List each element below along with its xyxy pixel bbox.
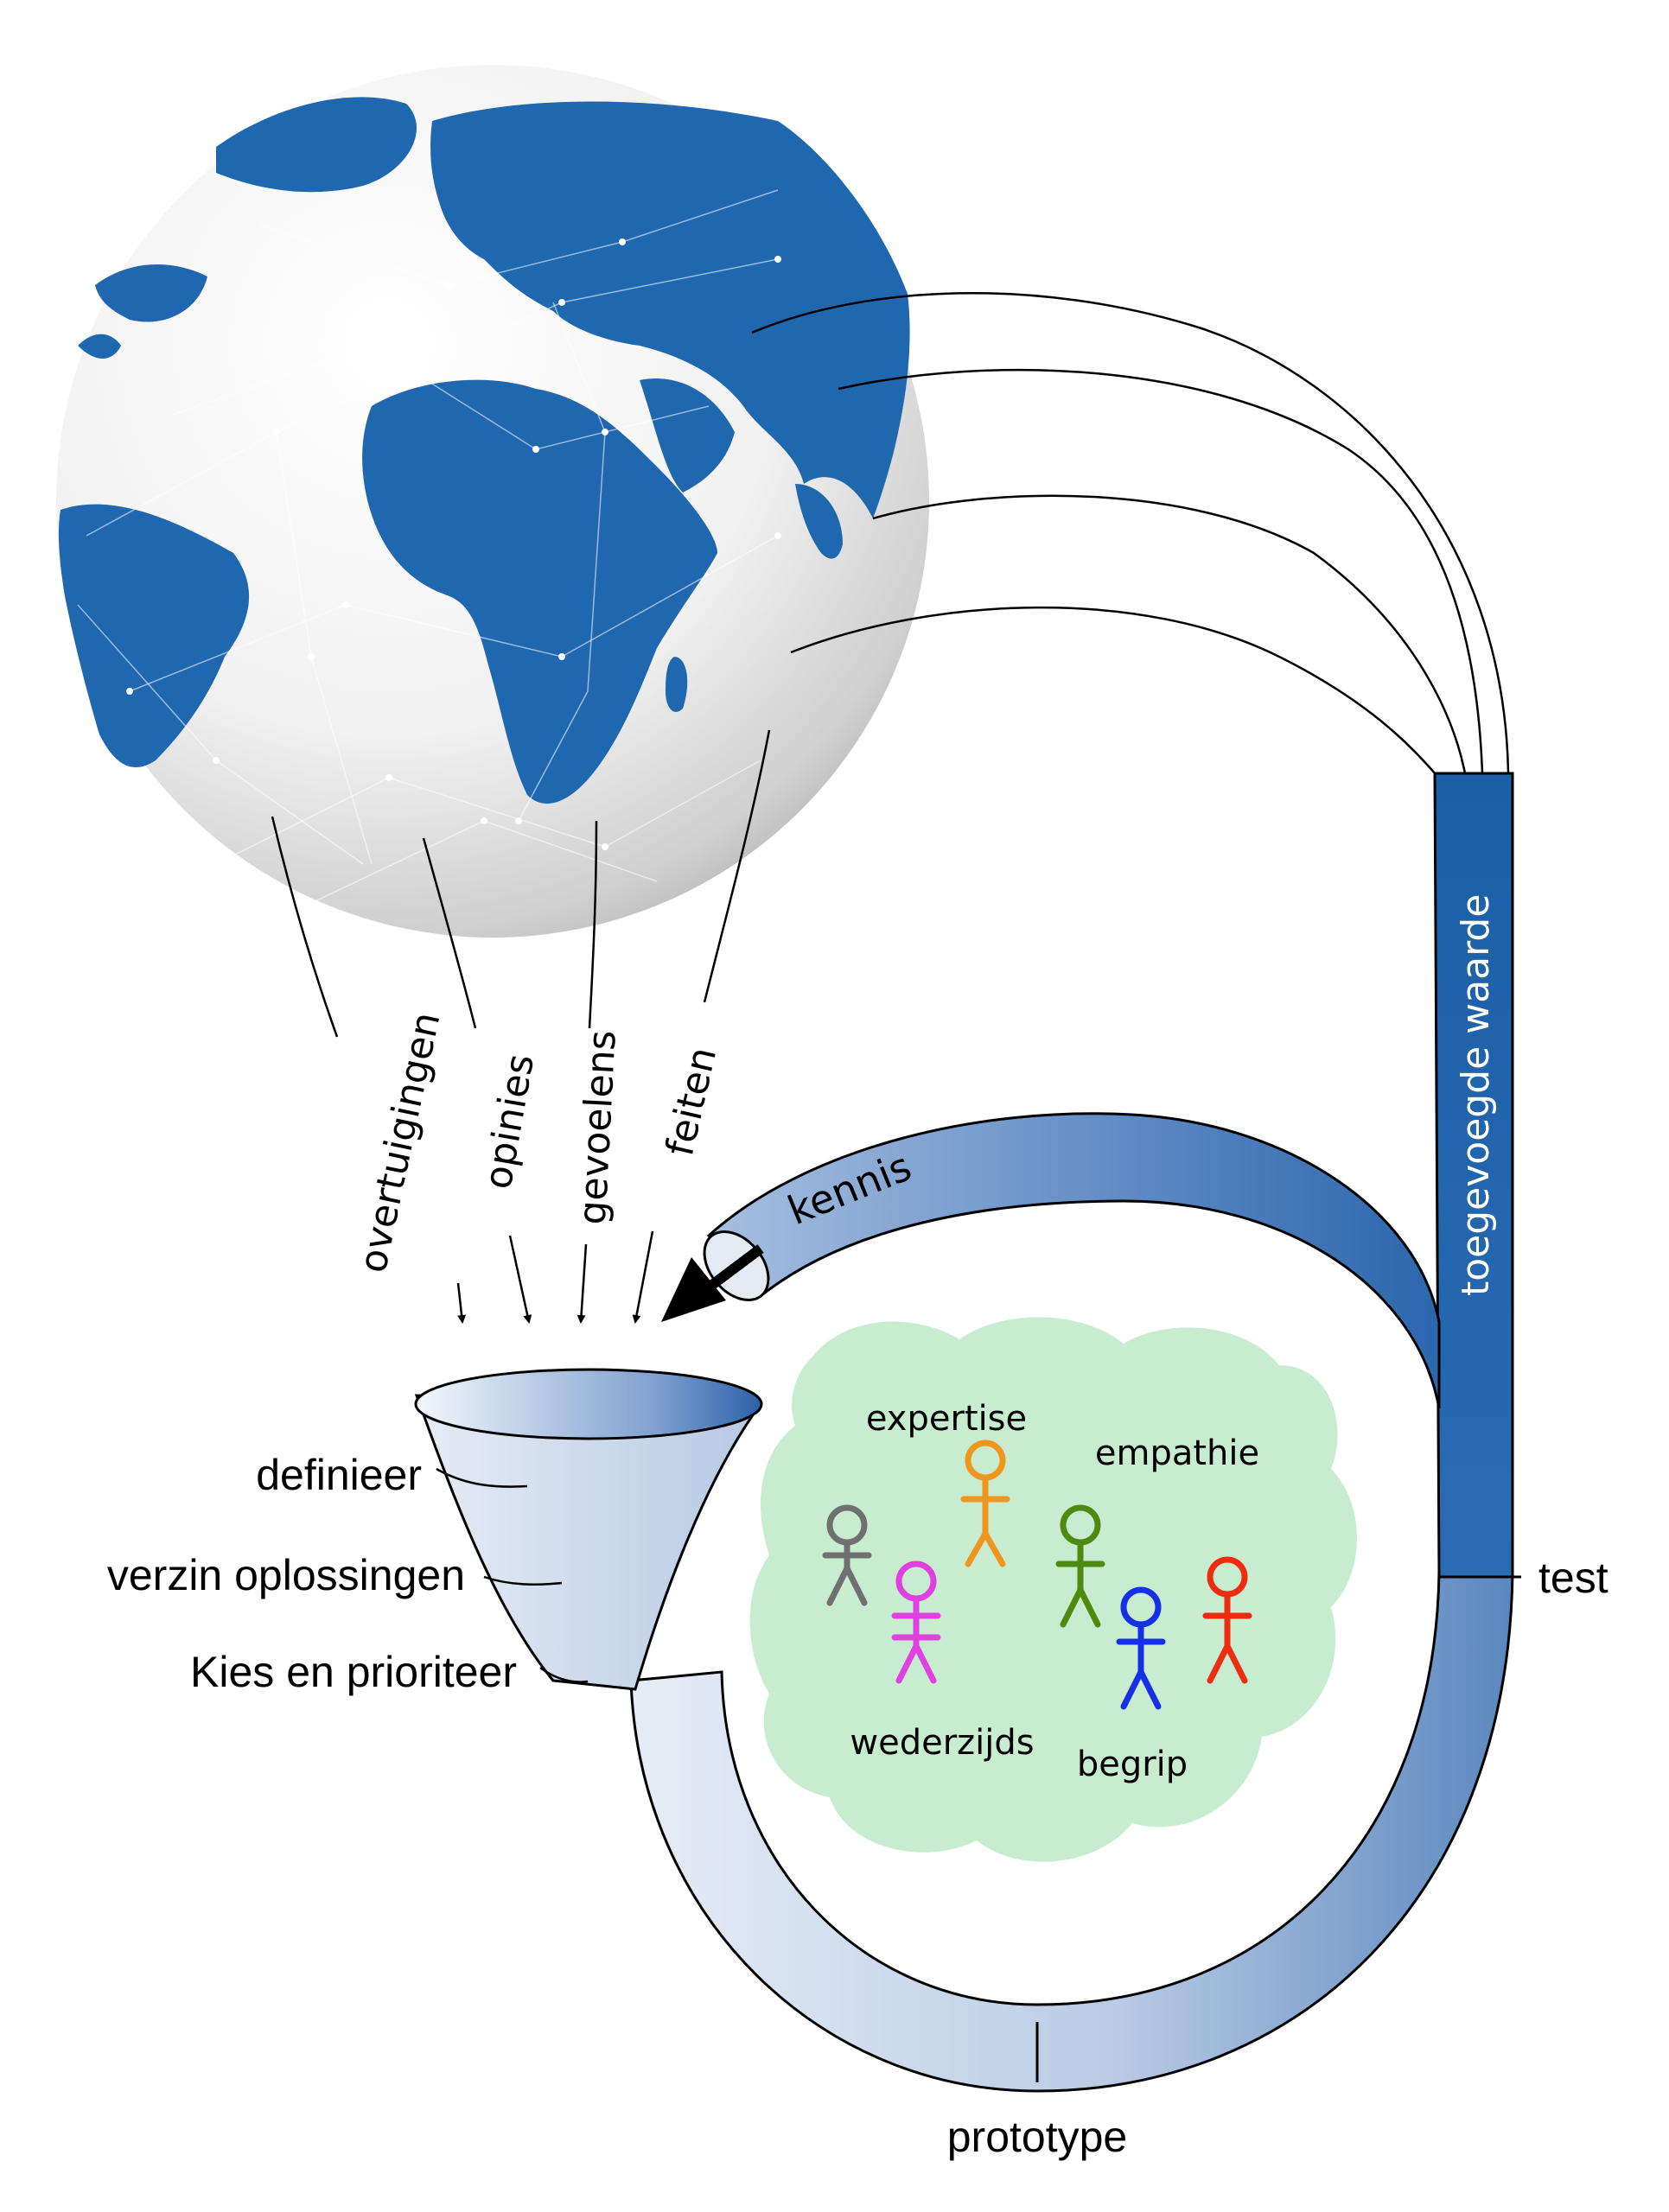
person-red [1202,1556,1252,1684]
label-gevoelens: gevoelens [570,1029,625,1226]
globe-land [58,97,910,804]
person-orange [960,1440,1010,1567]
input-arrows [271,729,771,1324]
person-blue [1116,1586,1166,1710]
step-prototype: prototype [947,2113,1127,2161]
label-opinies: opinies [476,1051,544,1192]
person-gray [822,1504,872,1606]
step-definieer: definieer [256,1451,422,1499]
label-toegevoegde-waarde: toegevoegde waarde [1454,894,1498,1296]
person-green [1055,1504,1105,1628]
label-expertise: expertise [866,1399,1027,1439]
person-magenta [891,1560,941,1684]
step-kies-en-prioriteer: Kies en prioriteer [190,1648,517,1696]
loop-tube [629,772,1521,2093]
globe-network-nodes [126,238,781,850]
label-wederzijds: wederzijds [850,1723,1034,1763]
label-overtuigingen: overtuigingen [351,1008,449,1276]
label-begrip: begrip [1077,1745,1188,1784]
team-cloud [749,1317,1357,1862]
step-test: test [1538,1554,1608,1602]
globe [56,65,929,938]
label-empathie: empathie [1095,1433,1259,1473]
label-feiten: feiten [658,1043,725,1160]
feedback-lines [751,291,1510,774]
funnel [414,1368,763,1691]
step-verzin-oplossingen: verzin oplossingen [107,1551,465,1599]
